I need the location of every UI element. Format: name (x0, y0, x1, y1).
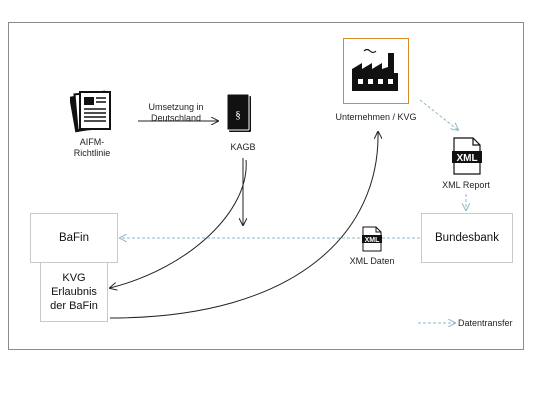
document-stack-icon (70, 90, 111, 133)
bundesbank-box: Bundesbank (421, 213, 513, 263)
diagram-frame (8, 22, 524, 350)
xml-file-icon: XML (452, 137, 482, 175)
umsetzung-label: Umsetzung in Deutschland (140, 102, 212, 124)
arrow-kvg-to-unternehmen (109, 132, 378, 319)
aifm-line2: Richtlinie (73, 148, 111, 158)
unternehmen-label: Unternehmen / KVG (335, 112, 417, 122)
aifm-line1: AIFM- (79, 137, 105, 147)
legend-datentransfer-label: Datentransfer (458, 318, 513, 328)
svg-text:§: § (235, 109, 241, 121)
arrow-unternehmen-to-xmlreport (419, 99, 458, 130)
kagb-label: KAGB (230, 142, 256, 152)
arrow-kagb-to-kvg (110, 159, 247, 288)
kvg-line2: Erlaubnis (51, 286, 97, 298)
xml-daten-icon: XML (362, 226, 382, 252)
bafin-label: BaFin (58, 232, 90, 244)
xml-daten-label: XML Daten (349, 256, 395, 266)
kvg-line1: KVG (62, 272, 86, 284)
bafin-box: BaFin (30, 213, 118, 263)
aifm-label: AIFM- Richtlinie (62, 137, 122, 159)
kvg-line3: der BaFin (50, 300, 98, 312)
xml-daten-icon-text: XML (365, 237, 381, 244)
factory-frame (343, 38, 409, 104)
law-book-icon: § (226, 93, 251, 132)
factory-icon (352, 48, 398, 91)
kvg-box: KVG Erlaubnis der BaFin (40, 262, 108, 322)
xml-report-icon-text: XML (456, 153, 477, 164)
xml-report-label: XML Report (442, 180, 490, 190)
bundesbank-label: Bundesbank (435, 232, 499, 244)
umsetzung-line1: Umsetzung in (148, 102, 204, 112)
umsetzung-line2: Deutschland (150, 113, 202, 123)
